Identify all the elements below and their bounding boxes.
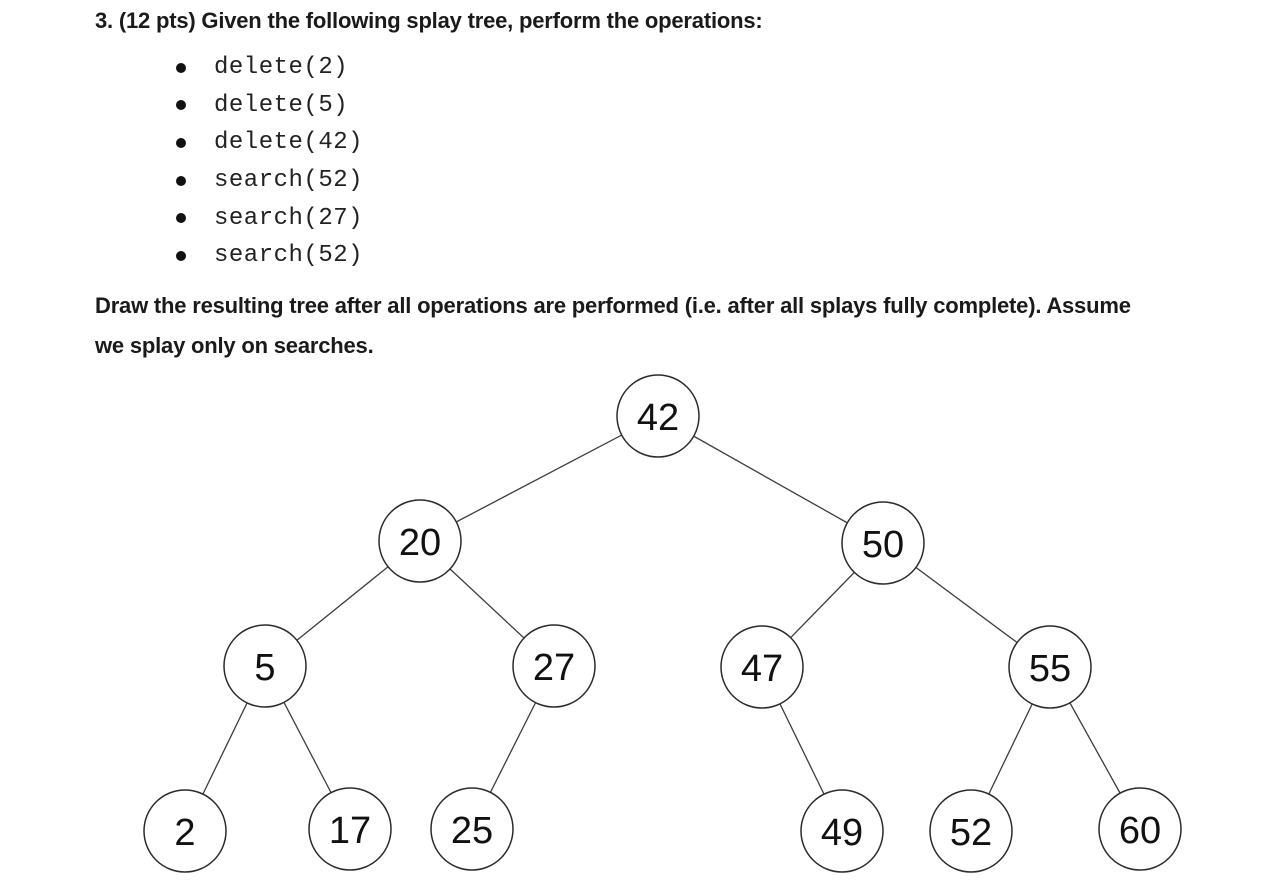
- tree-node-label: 2: [174, 812, 195, 854]
- tree-node-47: 47: [720, 625, 804, 709]
- tree-node-42: 42: [616, 374, 700, 458]
- tree-node-circle: [1008, 625, 1092, 709]
- bullet-icon: [176, 137, 186, 148]
- tree-node-circle: [430, 787, 514, 871]
- operation-item: delete(42): [176, 124, 363, 162]
- tree-node-label: 49: [821, 812, 863, 854]
- bullet-icon: [176, 250, 186, 261]
- tree-node-label: 55: [1029, 648, 1071, 690]
- operation-item: delete(5): [176, 87, 363, 125]
- bullet-icon: [176, 100, 186, 111]
- tree-node-label: 17: [329, 810, 371, 852]
- tree-node-20: 20: [378, 499, 462, 583]
- operation-label: search(52): [214, 167, 364, 195]
- tree-node-circle: [616, 374, 700, 458]
- tree-node-49: 49: [800, 789, 884, 873]
- tree-node-circle: [512, 624, 596, 708]
- tree-node-label: 20: [399, 522, 441, 564]
- tree-node-55: 55: [1008, 625, 1092, 709]
- operation-item: search(52): [176, 237, 363, 275]
- operation-label: delete(5): [214, 91, 349, 119]
- tree-node-17: 17: [308, 787, 392, 871]
- operation-item: search(52): [176, 162, 363, 200]
- tree-node-circle: [143, 789, 227, 873]
- tree-node-label: 42: [637, 397, 679, 439]
- tree-edge-42-20: [419, 415, 659, 542]
- operation-label: delete(42): [214, 129, 364, 157]
- tree-node-circle: [1098, 787, 1182, 871]
- operation-label: search(27): [214, 204, 364, 232]
- tree-node-label: 5: [254, 647, 275, 689]
- instruction-text: Draw the resulting tree after all operat…: [95, 286, 1225, 366]
- operations-list: delete(2) delete(5) delete(42) search(52) se…: [176, 49, 363, 275]
- tree-node-circle: [223, 624, 307, 708]
- tree-node-2: 2: [143, 789, 227, 873]
- operation-label: search(52): [214, 242, 364, 270]
- tree-node-label: 47: [741, 648, 783, 690]
- tree-node-label: 52: [950, 812, 992, 854]
- tree-node-label: 27: [533, 647, 575, 689]
- tree-node-25: 25: [430, 787, 514, 871]
- instruction-line-1: Draw the resulting tree after all operat…: [95, 293, 1131, 318]
- operation-item: delete(2): [176, 49, 363, 87]
- tree-node-60: 60: [1098, 787, 1182, 871]
- tree-node-circle: [841, 501, 925, 585]
- tree-node-circle: [720, 625, 804, 709]
- operation-item: search(27): [176, 199, 363, 237]
- instruction-line-2: we splay only on searches.: [95, 333, 374, 358]
- bullet-icon: [176, 175, 186, 186]
- question-header: 3. (12 pts) Given the following splay tr…: [95, 8, 763, 33]
- tree-node-circle: [378, 499, 462, 583]
- tree-node-label: 50: [862, 524, 904, 566]
- tree-node-label: 25: [451, 810, 493, 852]
- tree-node-circle: [929, 789, 1013, 873]
- tree-node-5: 5: [223, 624, 307, 708]
- bullet-icon: [176, 213, 186, 224]
- tree-node-50: 50: [841, 501, 925, 585]
- tree-node-27: 27: [512, 624, 596, 708]
- operation-label: delete(2): [214, 54, 349, 82]
- tree-node-52: 52: [929, 789, 1013, 873]
- bullet-icon: [176, 62, 186, 73]
- tree-node-circle: [308, 787, 392, 871]
- tree-node-label: 60: [1119, 810, 1161, 852]
- tree-node-circle: [800, 789, 884, 873]
- tree-edge-42-50: [657, 415, 884, 544]
